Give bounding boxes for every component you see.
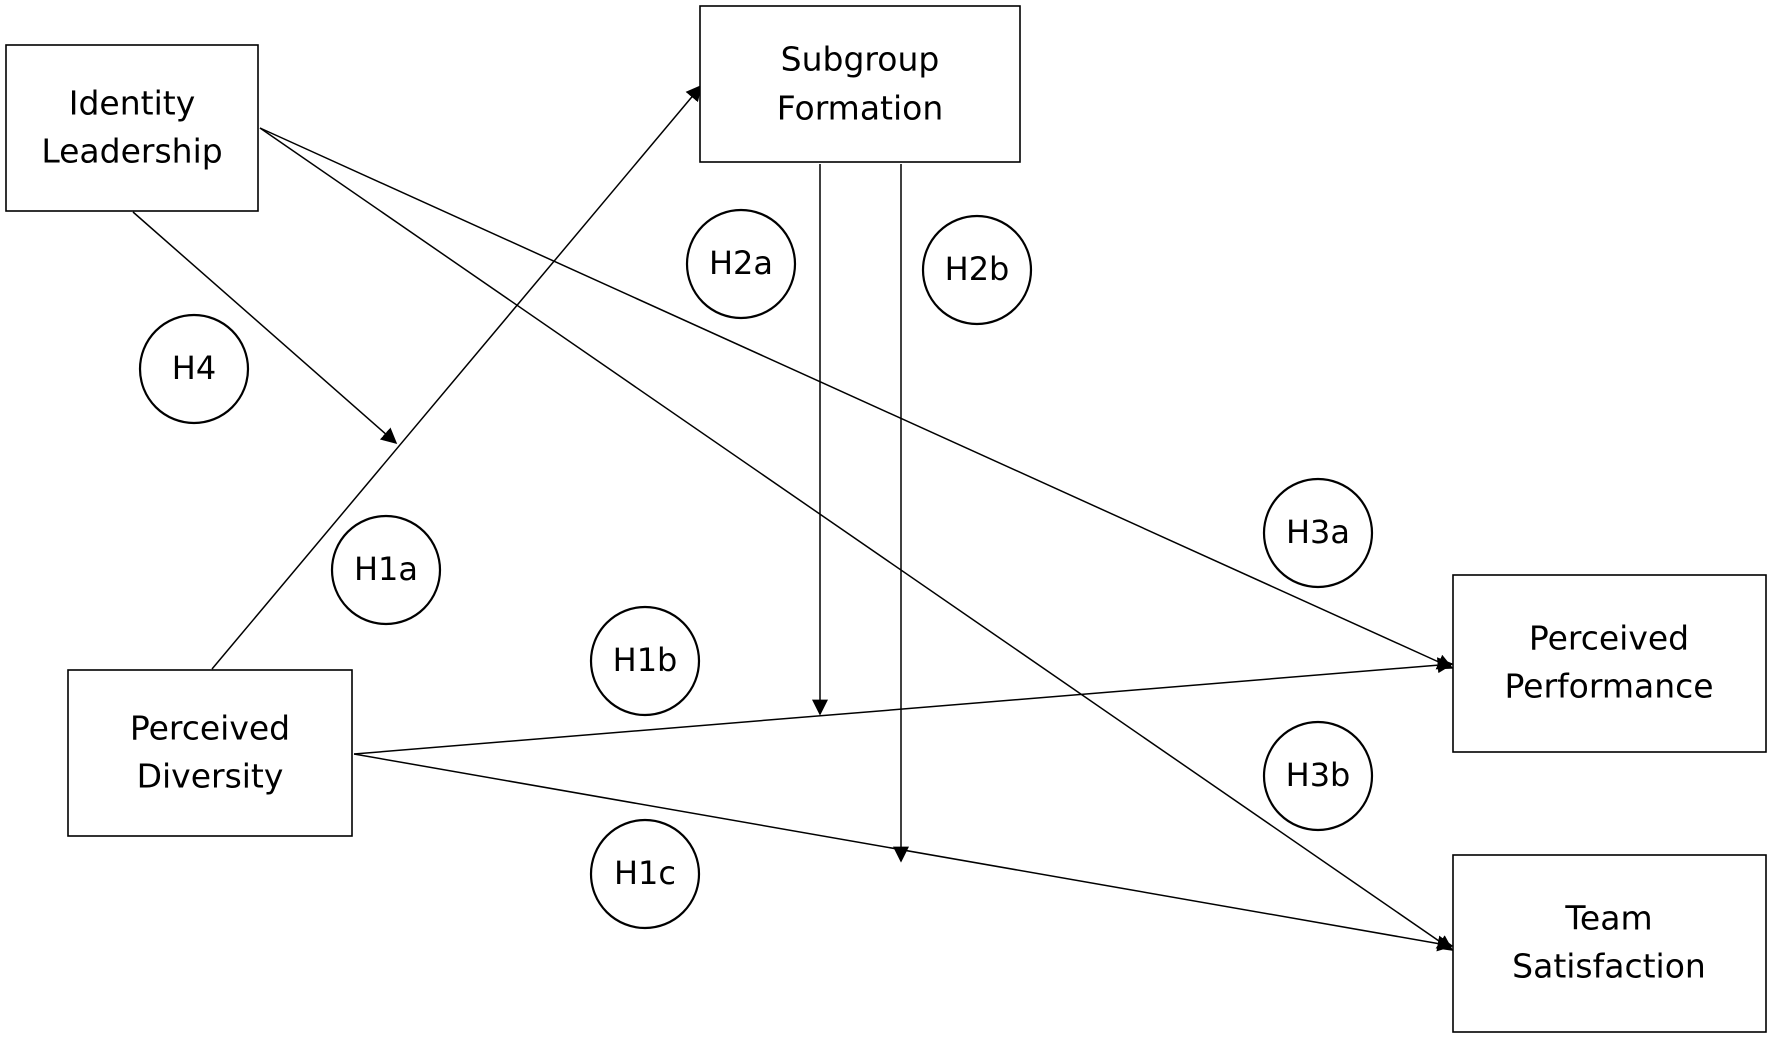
hypothesis-h3b: H3b bbox=[1262, 720, 1374, 832]
hypothesis-label: H3b bbox=[1286, 756, 1351, 794]
hypothesis-h1b: H1b bbox=[589, 605, 701, 717]
node-label-line: Team bbox=[1564, 899, 1652, 938]
path-h1a bbox=[211, 84, 703, 670]
node-team-satisfaction: Team Satisfaction bbox=[1452, 854, 1767, 1033]
node-label-line: Perceived bbox=[1529, 619, 1689, 658]
hypothesis-label: H3a bbox=[1286, 513, 1350, 551]
hypothesis-h4: H4 bbox=[138, 313, 250, 425]
node-label-line: Perceived bbox=[130, 709, 290, 748]
path-h3b bbox=[259, 127, 1454, 951]
hypothesis-h2a: H2a bbox=[685, 208, 797, 320]
node-label-line: Leadership bbox=[41, 132, 222, 171]
hypothesis-label: H4 bbox=[172, 349, 216, 387]
hypothesis-h1a: H1a bbox=[330, 514, 442, 626]
node-label-line: Diversity bbox=[137, 757, 284, 796]
hypothesis-label: H1c bbox=[614, 854, 676, 892]
path-h3a bbox=[259, 127, 1454, 670]
node-perceived-diversity: Perceived Diversity bbox=[67, 669, 353, 837]
path-h1b bbox=[353, 657, 1454, 755]
node-label-line: Identity bbox=[69, 84, 195, 123]
hypothesis-label: H2a bbox=[709, 244, 773, 282]
hypothesis-label: H1a bbox=[354, 550, 418, 588]
node-label-line: Subgroup bbox=[781, 40, 940, 79]
node-identity-leadership: Identity Leadership bbox=[5, 44, 259, 212]
node-label-line: Satisfaction bbox=[1512, 947, 1706, 986]
hypothesis-h3a: H3a bbox=[1262, 477, 1374, 589]
hypothesis-label: H1b bbox=[613, 641, 678, 679]
node-perceived-performance: Perceived Performance bbox=[1452, 574, 1767, 753]
hypothesis-label: H2b bbox=[945, 250, 1010, 288]
node-subgroup-formation: Subgroup Formation bbox=[699, 5, 1021, 163]
hypothesis-h1c: H1c bbox=[589, 818, 701, 930]
node-label-line: Formation bbox=[777, 89, 944, 128]
path-h4 bbox=[132, 211, 398, 445]
hypothesis-h2b: H2b bbox=[921, 214, 1033, 326]
node-label-line: Performance bbox=[1504, 667, 1713, 706]
